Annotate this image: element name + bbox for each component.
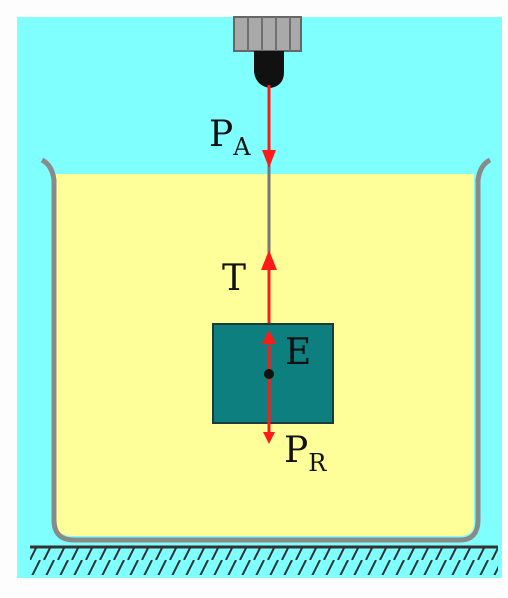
hook bbox=[254, 51, 284, 88]
ground-hatching bbox=[30, 547, 498, 575]
weight-arrow bbox=[263, 374, 275, 444]
beaker-wall bbox=[40, 157, 492, 543]
label-pr-main: P bbox=[284, 430, 308, 471]
label-pa: PA bbox=[209, 114, 251, 161]
label-pr-sub: R bbox=[308, 449, 327, 477]
label-pa-sub: A bbox=[232, 133, 251, 161]
label-t: T bbox=[222, 258, 246, 299]
ground bbox=[30, 545, 498, 575]
tension-arrow bbox=[261, 250, 277, 324]
force-arrow-pa bbox=[262, 85, 276, 168]
label-pa-main: P bbox=[209, 114, 233, 155]
center-of-mass-dot bbox=[264, 369, 274, 379]
label-pr: PR bbox=[284, 430, 327, 477]
label-e: E bbox=[285, 332, 311, 373]
clamp bbox=[233, 16, 302, 88]
